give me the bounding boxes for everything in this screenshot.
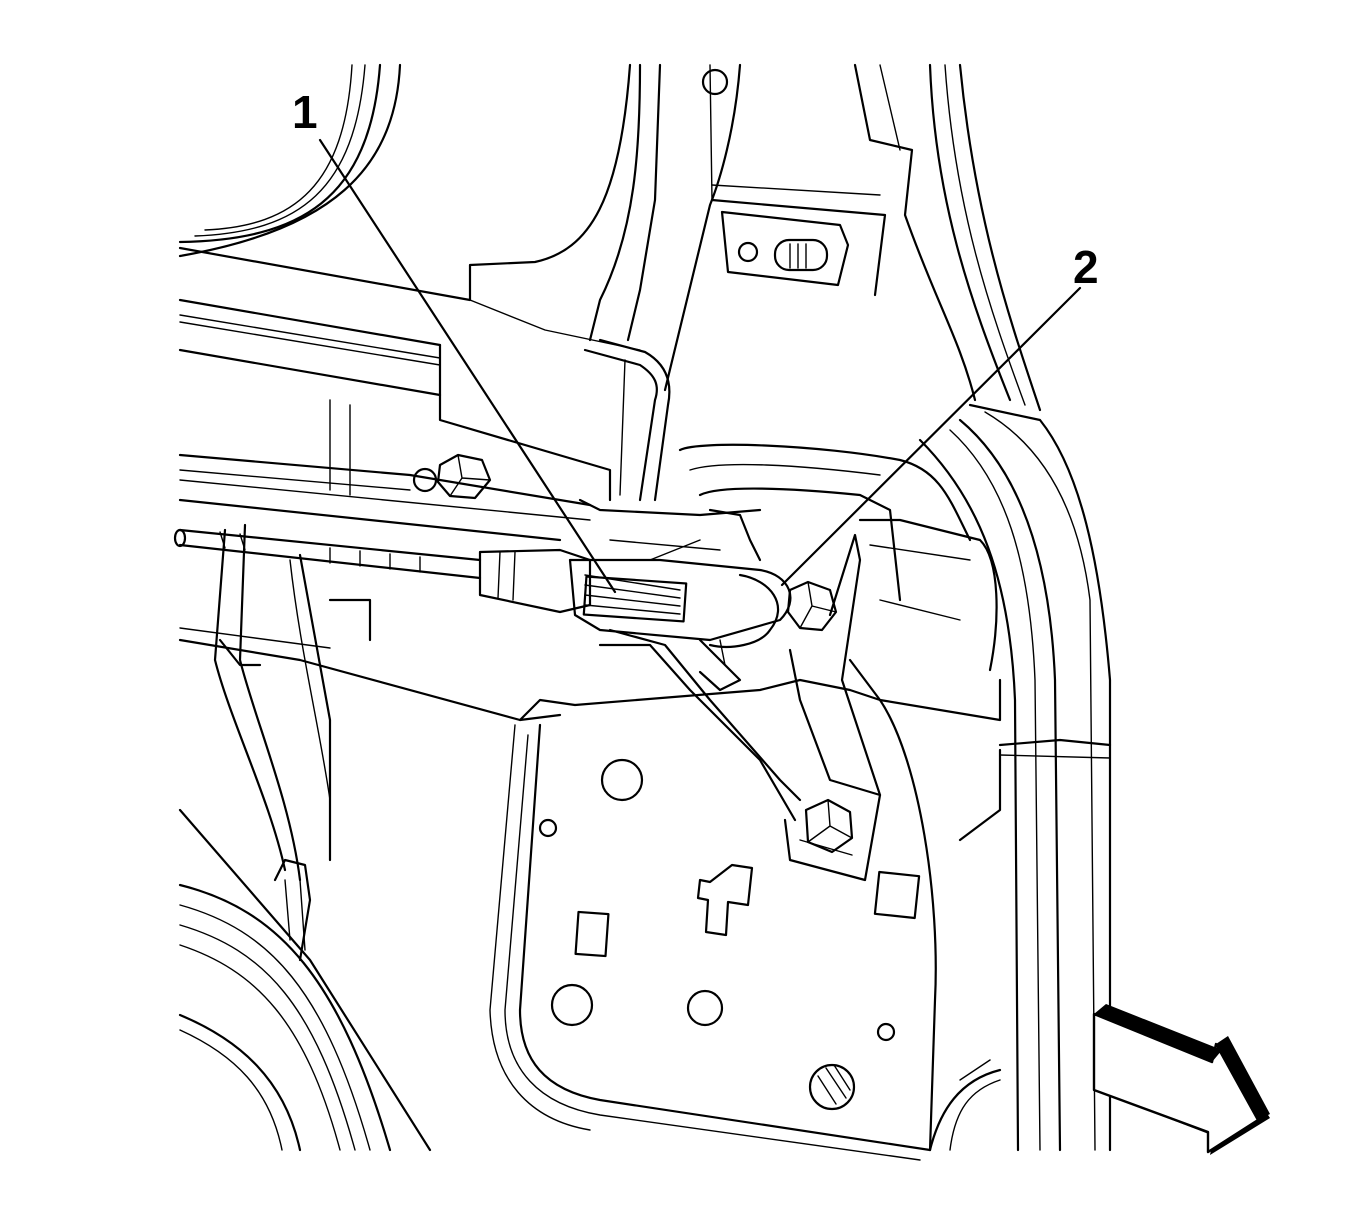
small-hole — [737, 241, 759, 263]
left-bracket — [213, 523, 372, 962]
right-body-panels — [678, 403, 1112, 1152]
callout-1-leader — [318, 138, 617, 594]
plate-hole-small — [538, 818, 558, 838]
callout-2-leader — [780, 286, 1082, 587]
callout-leaders — [318, 138, 1082, 594]
horizontal-rails — [178, 298, 612, 722]
cable-bracket-arm — [598, 533, 882, 882]
callout-2-label: 2 — [1073, 241, 1099, 293]
front-direction-arrow-icon — [1092, 1004, 1270, 1155]
plate-hole-tiny — [876, 1022, 896, 1042]
retaining-bolt — [786, 580, 838, 632]
upper-wheelhouse-arc — [178, 63, 402, 258]
lower-wheel-arc — [178, 808, 432, 1152]
callout-1-label: 1 — [292, 86, 318, 138]
plate-hole-lower — [550, 983, 594, 1027]
plate-threaded-hole — [808, 1063, 856, 1111]
plate-square-hole-right — [873, 870, 921, 920]
upper-left-bolt — [412, 453, 492, 500]
plate-hole-center — [686, 989, 724, 1027]
lower-bolt — [804, 798, 854, 854]
keyhole-slot — [696, 863, 754, 937]
slot-plate — [720, 210, 850, 287]
oval-slot — [773, 238, 829, 272]
mounting-plate — [489, 678, 937, 1161]
plate-hole-large — [600, 758, 644, 802]
plate-square-hole — [574, 910, 610, 958]
parking-brake-cable — [173, 528, 592, 614]
upper-pillar-structure — [178, 63, 1042, 412]
